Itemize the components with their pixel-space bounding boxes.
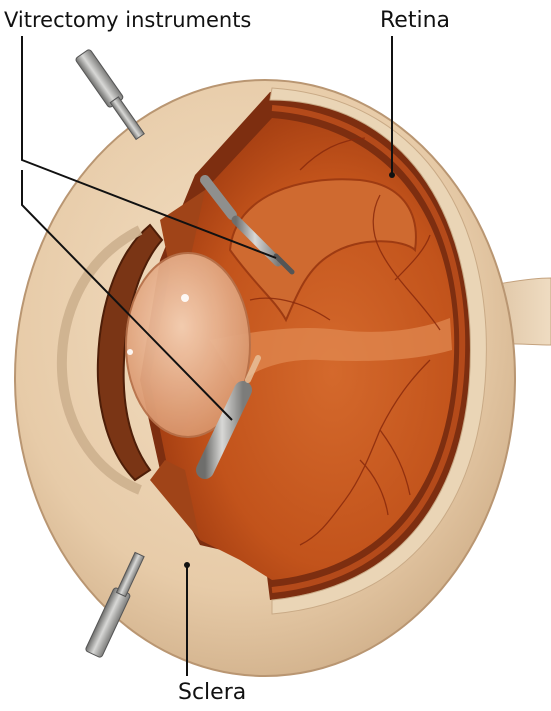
label-retina: Retina [380, 10, 450, 32]
label-sclera: Sclera [178, 682, 246, 704]
label-vitrectomy-instruments: Vitrectomy instruments [4, 10, 251, 31]
vitrectomy-probe-icon [75, 49, 144, 140]
lens-highlight [181, 294, 189, 302]
leader-dot-sclera [184, 562, 190, 568]
leader-dot-retina [389, 172, 395, 178]
lens-highlight-2 [127, 349, 133, 355]
